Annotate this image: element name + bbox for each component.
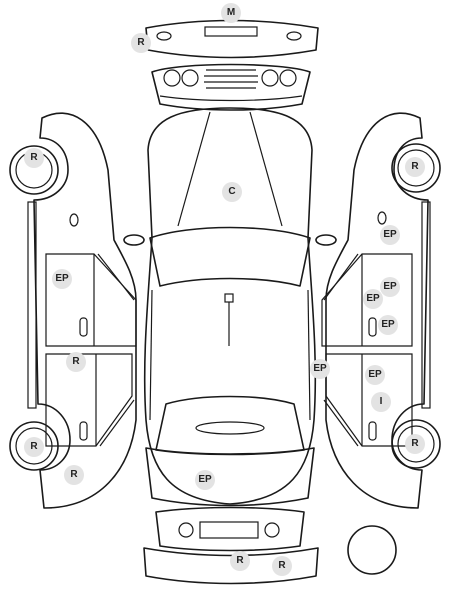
marker-r-right-front-wheel[interactable]: R	[405, 157, 425, 177]
marker-ep-right-front-door-c[interactable]: EP	[378, 315, 398, 335]
left-side-profile[interactable]	[9, 112, 137, 509]
marker-r-left-rear-door[interactable]: R	[66, 352, 86, 372]
marker-r-front-bumper[interactable]: R	[131, 33, 151, 53]
marker-ep-right-front-door-a[interactable]: EP	[380, 277, 400, 297]
rear-bumper[interactable]	[143, 547, 319, 585]
marker-ep-right-front-door-b[interactable]: EP	[363, 289, 383, 309]
marker-r-right-rear-wheel[interactable]: R	[405, 434, 425, 454]
marker-ep-right-fender[interactable]: EP	[380, 225, 400, 245]
marker-r-left-front-wheel[interactable]: R	[24, 148, 44, 168]
front-bumper[interactable]	[145, 19, 319, 59]
marker-ep-right-rear-door[interactable]: EP	[365, 365, 385, 385]
marker-ep-right-rocker[interactable]: EP	[310, 359, 330, 379]
marker-c-hood[interactable]: C	[222, 182, 242, 202]
marker-i-right-rear-door[interactable]: I	[371, 392, 391, 412]
marker-r-left-rear-wheel[interactable]: R	[24, 437, 44, 457]
right-side-profile[interactable]	[321, 112, 441, 509]
marker-r-left-rear-quarter[interactable]: R	[64, 465, 84, 485]
marker-m-top[interactable]: M	[221, 3, 241, 23]
marker-r-rear-bumper-b[interactable]: R	[272, 556, 292, 576]
marker-ep-trunk[interactable]: EP	[195, 470, 215, 490]
car-body-top[interactable]	[123, 107, 337, 507]
rear-grille[interactable]	[155, 506, 305, 552]
marker-r-rear-bumper-a[interactable]: R	[230, 551, 250, 571]
marker-ep-left-front-door[interactable]: EP	[52, 269, 72, 289]
spare-wheel[interactable]	[347, 525, 397, 575]
front-grille[interactable]	[151, 63, 311, 111]
